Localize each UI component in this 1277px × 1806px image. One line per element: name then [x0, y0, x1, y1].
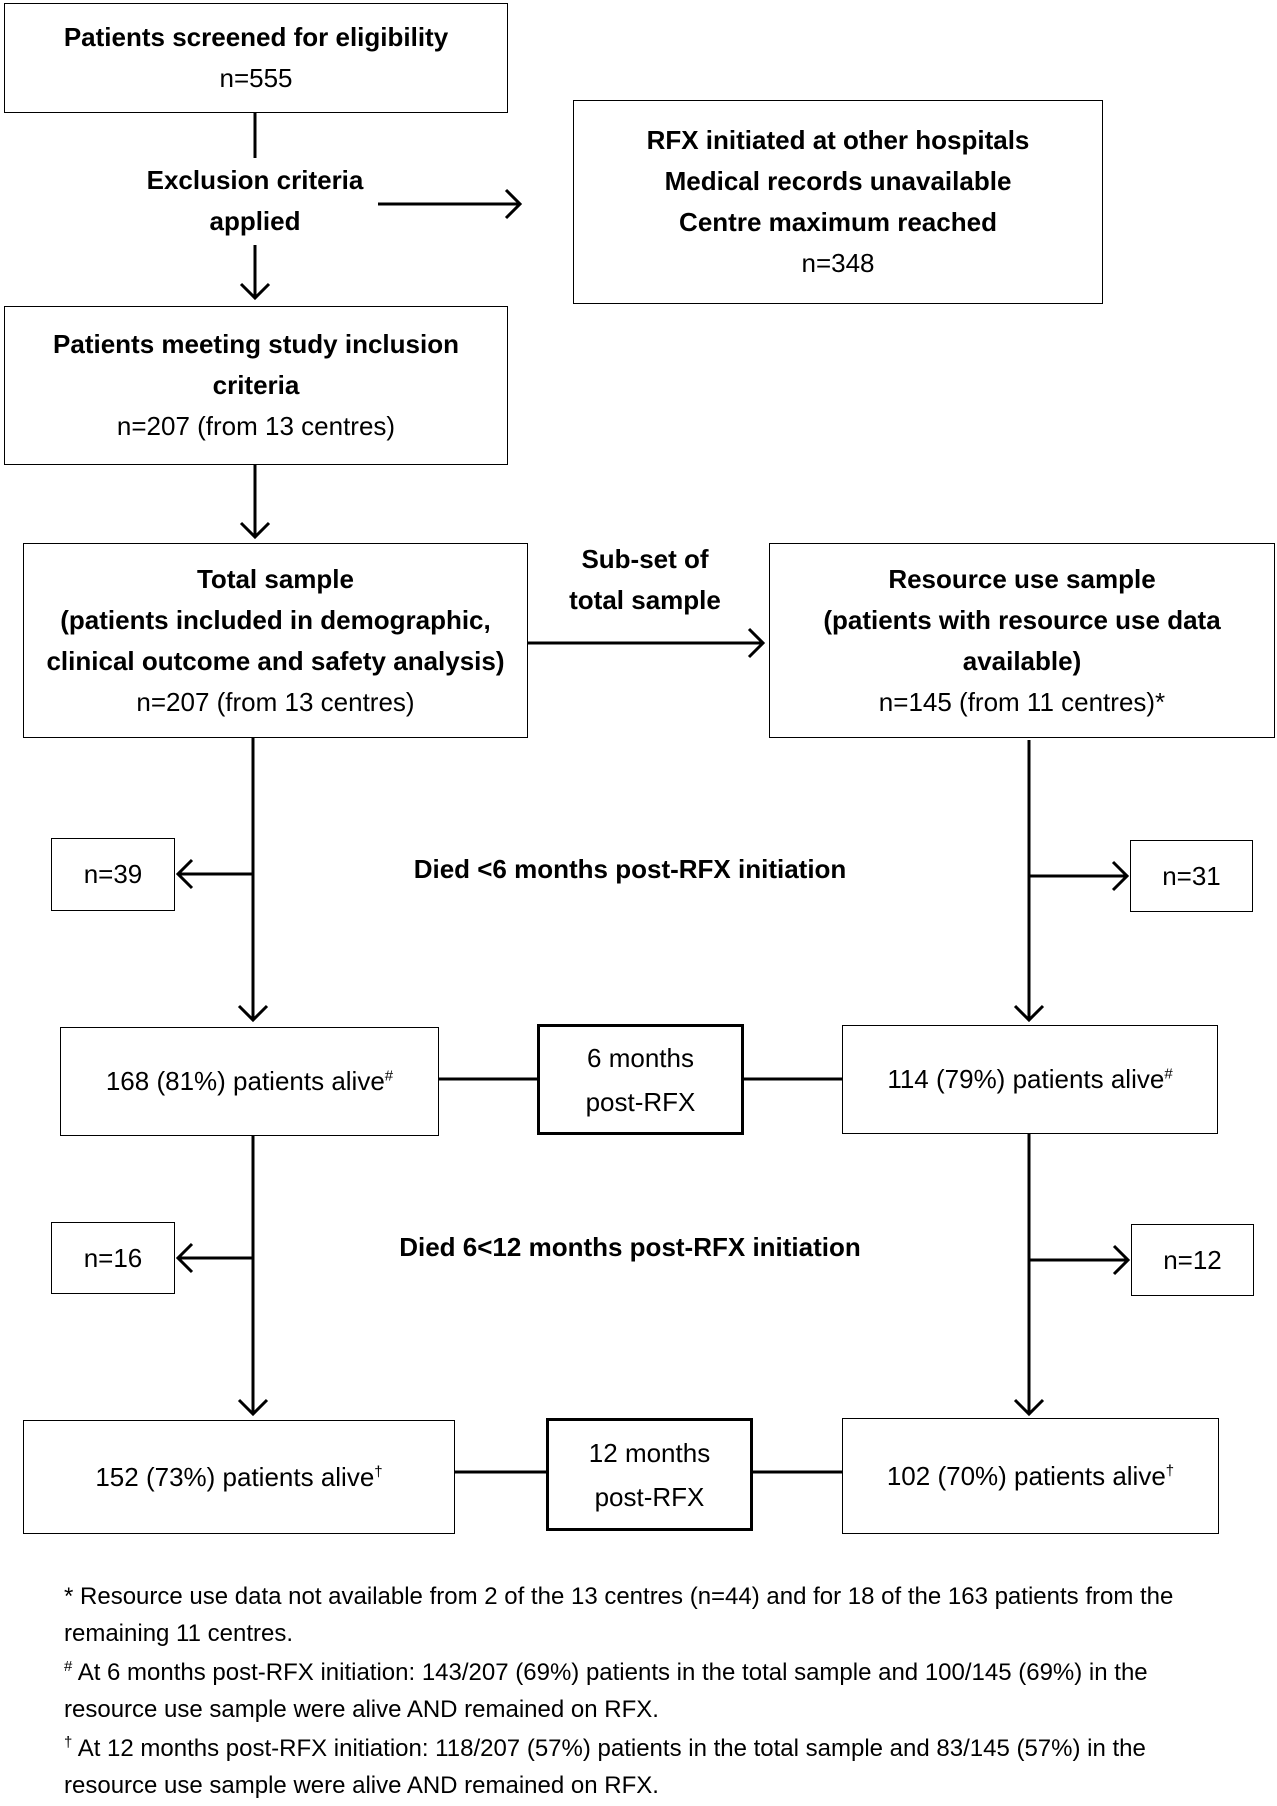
excluded-count: n=348 — [801, 248, 875, 278]
screened-count: n=555 — [219, 63, 293, 93]
exclusion-label: Exclusion criteria applied — [120, 160, 390, 242]
died-6-right-count: n=31 — [1130, 840, 1253, 912]
excluded-reason: Medical records unavailable — [664, 166, 1012, 196]
six-months-center-box: 6 months post-RFX — [537, 1024, 744, 1135]
excluded-box: RFX initiated at other hospitals Medical… — [573, 100, 1103, 304]
excluded-reason: Centre maximum reached — [679, 207, 997, 237]
resource-sample-desc: (patients with resource use data — [823, 604, 1221, 635]
inclusion-line1: Patients meeting study inclusion — [53, 329, 459, 359]
twelve-months-left-text: 152 (73%) patients alive† — [95, 1461, 383, 1492]
twelve-months-right-text: 102 (70%) patients alive† — [886, 1460, 1175, 1491]
died-12-right-count: n=12 — [1131, 1224, 1254, 1296]
resource-sample-count: n=145 (from 11 centres)* — [878, 686, 1166, 717]
twelve-months-center-box: 12 months post-RFX — [546, 1418, 753, 1531]
total-sample-desc: (patients included in demographic, — [60, 604, 491, 635]
screened-title: Patients screened for eligibility — [63, 22, 449, 52]
six-months-left-text: 168 (81%) patients alive# — [105, 1066, 394, 1096]
resource-sample-desc: available) — [962, 645, 1082, 676]
exclusion-line1: Exclusion criteria — [146, 165, 364, 195]
resource-sample-box: Resource use sample (patients with resou… — [769, 543, 1275, 738]
total-sample-desc: clinical outcome and safety analysis) — [46, 645, 505, 676]
six-months-right-box: 114 (79%) patients alive# — [842, 1025, 1218, 1134]
twelve-months-left-box: 152 (73%) patients alive† — [23, 1420, 455, 1534]
footnotes: * Resource use data not available from 2… — [64, 1578, 1234, 1806]
six-months-right-text: 114 (79%) patients alive# — [887, 1064, 1173, 1094]
died-12-left-count: n=16 — [51, 1222, 175, 1294]
footnote-hash: # At 6 months post-RFX initiation: 143/2… — [64, 1658, 1148, 1723]
total-sample-count: n=207 (from 13 centres) — [136, 686, 415, 717]
total-sample-box: Total sample (patients included in demog… — [23, 543, 528, 738]
footnote-dagger: † At 12 months post-RFX initiation: 118/… — [64, 1734, 1146, 1799]
footnote-star: * Resource use data not available from 2… — [64, 1583, 1174, 1647]
screened-box: Patients screened for eligibility n=555 — [4, 3, 508, 113]
twelve-months-right-box: 102 (70%) patients alive† — [842, 1418, 1219, 1534]
subset-label: Sub-set of total sample — [530, 539, 760, 621]
died-6-label: Died <6 months post-RFX initiation — [413, 854, 847, 884]
inclusion-count: n=207 (from 13 centres) — [116, 411, 396, 441]
died-6-left-count: n=39 — [51, 838, 175, 911]
six-months-left-box: 168 (81%) patients alive# — [60, 1027, 439, 1136]
died-12-label: Died 6<12 months post-RFX initiation — [399, 1232, 861, 1262]
exclusion-line2: applied — [209, 206, 301, 236]
inclusion-line2: criteria — [212, 370, 300, 400]
inclusion-box: Patients meeting study inclusion criteri… — [4, 306, 508, 465]
subset-line1: Sub-set of — [581, 544, 709, 574]
total-sample-title: Total sample — [196, 563, 354, 594]
excluded-reason: RFX initiated at other hospitals — [646, 125, 1030, 155]
subset-line2: total sample — [569, 585, 721, 615]
resource-sample-title: Resource use sample — [888, 563, 1156, 594]
